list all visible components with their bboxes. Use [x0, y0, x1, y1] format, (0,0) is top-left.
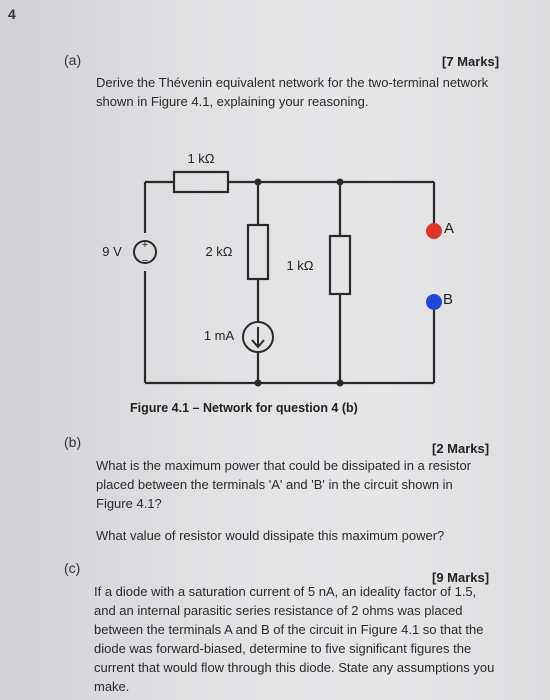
- part-b-text-2: What value of resistor would dissipate t…: [96, 528, 445, 543]
- resistor-right: [328, 234, 352, 296]
- part-c-label: (c): [64, 560, 81, 576]
- question-number: 4: [8, 6, 16, 22]
- resistor-top: [172, 170, 230, 194]
- label-source-voltage: 9 V: [102, 244, 122, 259]
- source-minus: −: [142, 255, 148, 267]
- terminal-a: [426, 223, 442, 239]
- part-a-label: (a): [64, 52, 82, 68]
- label-terminal-b: B: [443, 291, 453, 308]
- current-arrow-icon: [251, 327, 265, 349]
- part-b-label: (b): [64, 434, 82, 450]
- circuit-wires: [143, 180, 436, 385]
- current-source: [242, 321, 274, 353]
- part-b-text-1: What is the maximum power that could be …: [96, 458, 472, 511]
- part-c-text: If a diode with a saturation current of …: [94, 584, 495, 694]
- label-current-source: 1 mA: [204, 328, 235, 343]
- voltage-source: [133, 240, 157, 264]
- label-resistor-top: 1 kΩ: [187, 151, 214, 166]
- label-resistor-right: 1 kΩ: [286, 258, 313, 273]
- part-b-marks: [2 Marks]: [432, 441, 490, 456]
- resistor-mid: [246, 223, 270, 281]
- label-terminal-a: A: [444, 220, 454, 237]
- part-c-marks: [9 Marks]: [432, 570, 490, 585]
- figure-caption: Figure 4.1 – Network for question 4 (b): [130, 401, 358, 415]
- circuit-figure: + − 1 kΩ 9 V 2 kΩ 1 kΩ 1 mA A B: [102, 151, 454, 387]
- junction-dots: [254, 178, 344, 387]
- terminal-b: [426, 294, 442, 310]
- part-a-text: Derive the Thévenin equivalent network f…: [96, 75, 489, 109]
- part-a-marks: [7 Marks]: [442, 54, 500, 69]
- label-resistor-mid: 2 kΩ: [205, 244, 232, 259]
- source-plus: +: [142, 239, 148, 251]
